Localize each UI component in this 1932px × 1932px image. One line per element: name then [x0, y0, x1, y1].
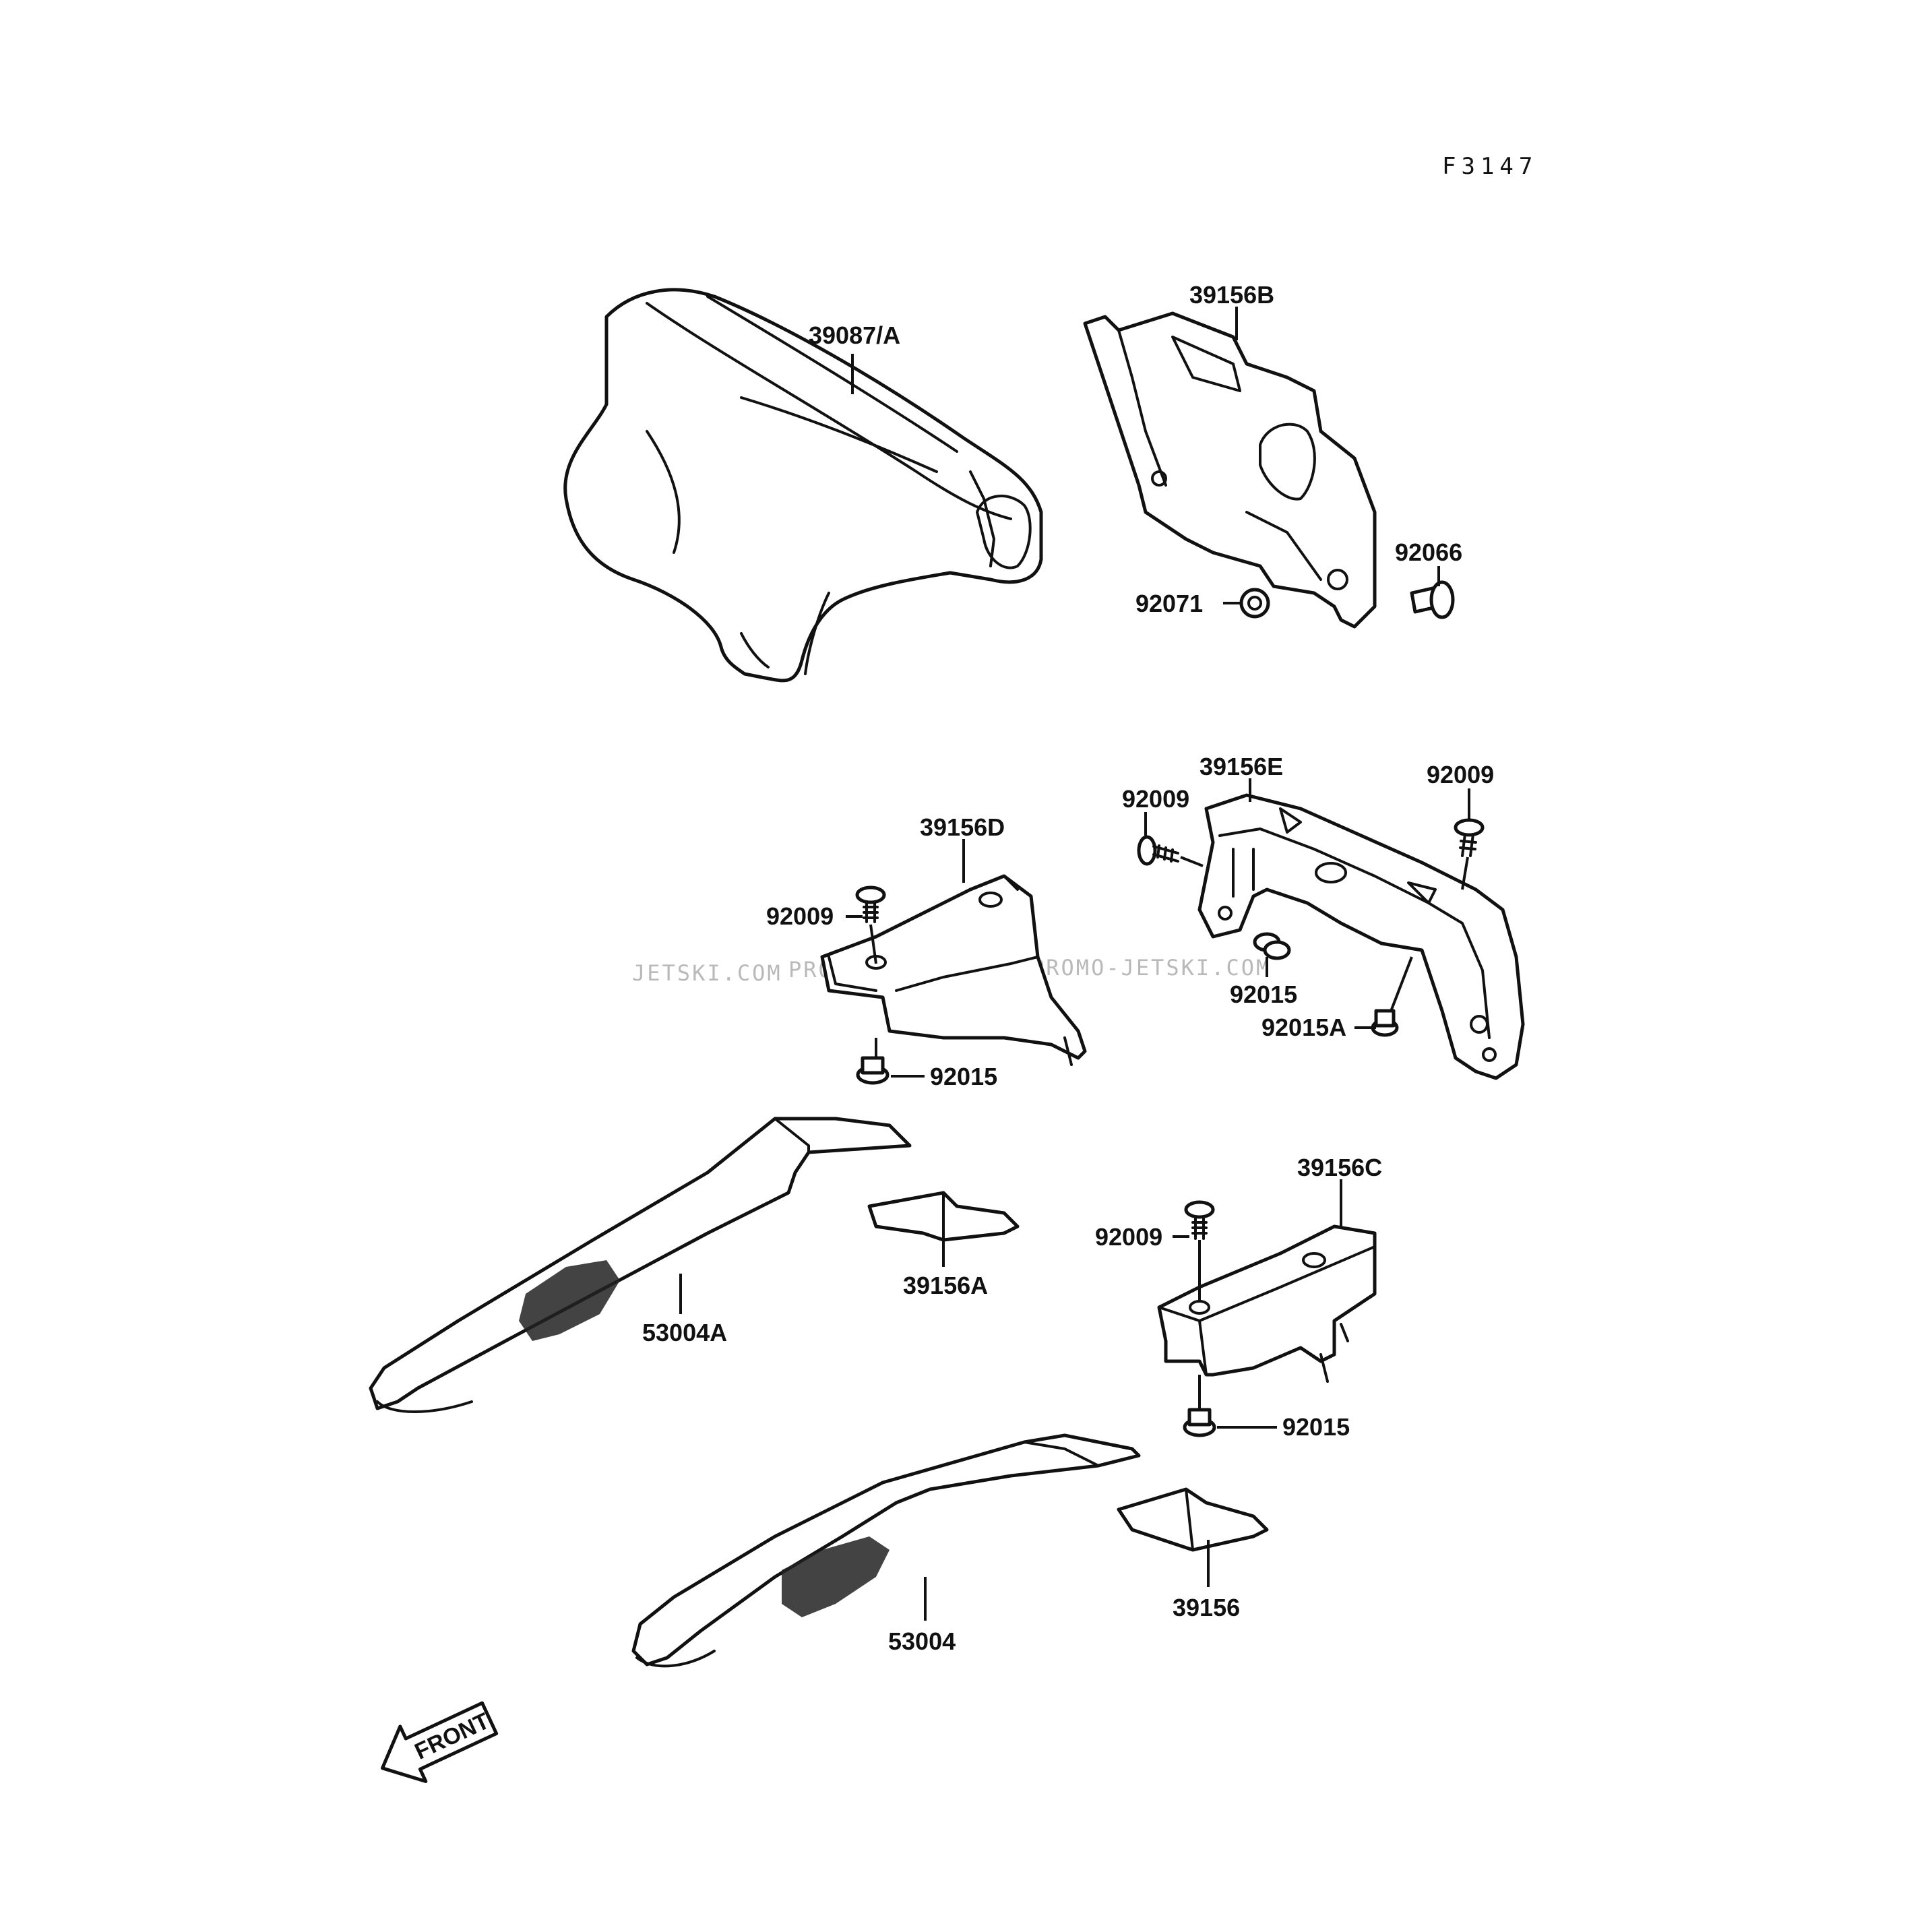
- label-53004: 53004: [888, 1627, 956, 1655]
- front-arrow-icon: FRONT: [380, 1701, 499, 1783]
- nut-92015-e: [1253, 932, 1291, 960]
- screw-92009-c: [1184, 1200, 1215, 1240]
- label-92009-e2: 92009: [1427, 761, 1494, 788]
- label-92071: 92071: [1135, 590, 1203, 617]
- bracket-39156C: [1157, 1224, 1377, 1383]
- watermark-3: PROMO-JETSKI.COM: [1031, 955, 1271, 980]
- nut-92015A: [1371, 1009, 1399, 1037]
- screw-92009-d: [855, 885, 886, 923]
- label-39156C: 39156C: [1297, 1154, 1382, 1181]
- label-39156A: 39156A: [903, 1272, 988, 1299]
- bracket-39156E: [1197, 793, 1525, 1080]
- label-39156B: 39156B: [1189, 281, 1274, 309]
- screw-92009-e1: [1137, 835, 1179, 866]
- label-39087A: 39087/A: [809, 321, 900, 349]
- grommet-92071: [1239, 588, 1270, 619]
- screw-92009-e2: [1454, 818, 1485, 857]
- mat-53004: [631, 1433, 1141, 1668]
- label-39156D: 39156D: [920, 813, 1005, 841]
- label-92009-d: 92009: [766, 902, 834, 930]
- nut-92015-c: [1183, 1408, 1216, 1437]
- label-53004A: 53004A: [642, 1319, 727, 1346]
- cover-39156B: [1083, 311, 1377, 629]
- leader-92009-d-axis: [869, 924, 877, 964]
- bracket-39156D: [820, 874, 1087, 1066]
- label-92015A: 92015A: [1261, 1014, 1346, 1041]
- label-92009-e1: 92009: [1122, 785, 1189, 813]
- label-92015-c: 92015: [1282, 1413, 1350, 1441]
- leader-92015A: [1390, 956, 1413, 1010]
- label-92066: 92066: [1395, 538, 1462, 566]
- handlebar-cover-39087A: [563, 288, 1043, 683]
- label-92015-d: 92015: [930, 1063, 997, 1090]
- figure-code: F3147: [1442, 153, 1538, 180]
- nut-92015-d: [856, 1056, 890, 1085]
- leader-92009-e1-axis: [1180, 856, 1204, 867]
- label-39156: 39156: [1173, 1594, 1240, 1621]
- label-39156E: 39156E: [1199, 753, 1283, 780]
- label-92015-e: 92015: [1230, 980, 1297, 1008]
- clip-39156A: [867, 1191, 1020, 1242]
- clip-39156: [1117, 1487, 1269, 1552]
- leader-92009-e2-axis: [1461, 856, 1469, 890]
- watermark-1: JETSKI.COM: [632, 960, 782, 986]
- mat-53004A: [369, 1117, 912, 1413]
- label-92009-c: 92009: [1095, 1223, 1162, 1251]
- rivet-92066: [1410, 580, 1455, 619]
